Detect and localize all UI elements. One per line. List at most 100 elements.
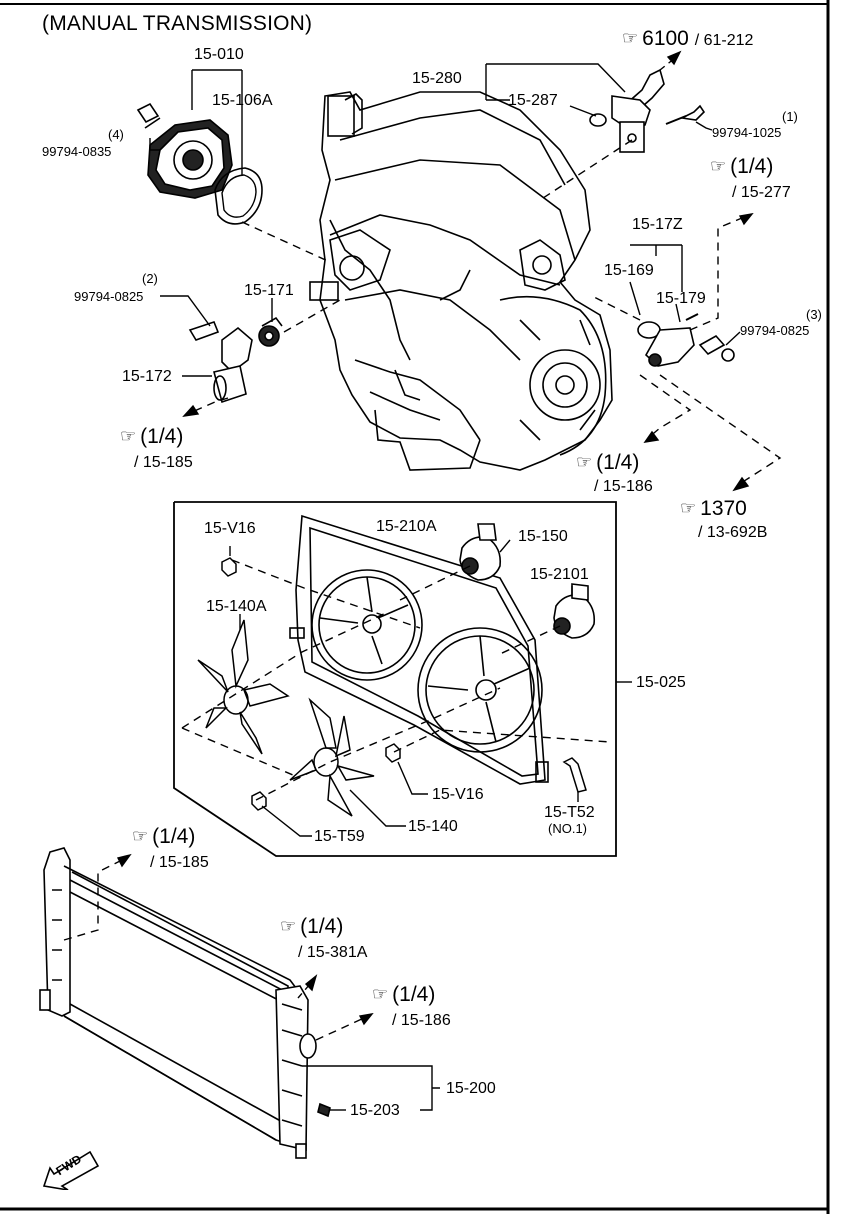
- fan-15-140A: [197, 619, 290, 755]
- arrow-15-186: [643, 430, 660, 443]
- leader-99794-1025: [695, 121, 713, 131]
- leader-99794-0825a: [725, 331, 741, 346]
- label-15-179: 15-179: [656, 290, 706, 307]
- pointing-hand-icon: ☞: [622, 28, 639, 48]
- ref-1370-sub: / 13-692B: [698, 524, 768, 541]
- fan-15-140: [289, 697, 375, 817]
- ref-15-381A: ☞(1/4): [280, 916, 343, 938]
- bolt-15-T52: [562, 757, 587, 793]
- ref-15-277-sub: / 15-277: [732, 184, 791, 201]
- label-99794-0825a-qty: (3): [806, 307, 822, 322]
- ref-15-185a-main: (1/4): [140, 425, 184, 448]
- dash-15-186b: [315, 1017, 365, 1041]
- label-15-280: 15-280: [412, 70, 462, 87]
- pointing-hand-icon: ☞: [680, 498, 697, 518]
- radiator: [39, 847, 331, 1159]
- ref-15-186b-main: (1/4): [392, 983, 436, 1006]
- ref-15-186a: ☞(1/4): [576, 452, 639, 474]
- ref-1370-main: 1370: [700, 497, 747, 520]
- label-15-203: 15-203: [350, 1102, 400, 1119]
- label-15-T52-note: (NO.1): [548, 821, 587, 836]
- fan-motor-15-150: [459, 523, 502, 581]
- label-15-17Z: 15-17Z: [632, 216, 683, 233]
- fwd-arrow-icon: FWD: [40, 1146, 102, 1191]
- dash-nut-a: [231, 559, 421, 629]
- ref-15-185a: ☞(1/4): [120, 426, 183, 448]
- leader-15-V16b: [397, 761, 428, 795]
- ref-15-186b-sub: / 15-186: [392, 1012, 451, 1029]
- label-15-140A: 15-140A: [206, 598, 267, 615]
- leader-99794-0835: [149, 138, 160, 151]
- nut-15-V16a: [221, 557, 237, 577]
- dash-thermo-engine: [589, 294, 641, 321]
- leader-15-140: [349, 789, 406, 827]
- arrow-15-277: [738, 213, 754, 226]
- outlet-pipe: [589, 68, 706, 153]
- label-99794-0825b: 99794-0825: [74, 289, 144, 304]
- label-15-210A: 15-210A: [376, 518, 437, 535]
- label-15-200: 15-200: [446, 1080, 496, 1097]
- label-15-T59: 15-T59: [314, 828, 365, 845]
- ref-15-277: ☞(1/4): [710, 156, 773, 178]
- leader-99794-0825b: [160, 295, 211, 327]
- pointing-hand-icon: ☞: [710, 156, 727, 176]
- leader-15-010: [191, 69, 243, 175]
- thermostat-housing: [637, 313, 735, 367]
- arrow-15-186b: [358, 1013, 374, 1026]
- fan-shroud: [289, 514, 549, 785]
- label-15-025: 15-025: [636, 674, 686, 691]
- leader-15-T59: [261, 805, 312, 837]
- ref-15-186b: ☞(1/4): [372, 984, 435, 1006]
- ref-6100: ☞6100 / 61-212: [622, 28, 753, 52]
- label-15-140: 15-140: [408, 818, 458, 835]
- water-pump: [136, 102, 233, 199]
- label-15-T52: 15-T52: [544, 804, 595, 821]
- nut-15-V16b: [385, 743, 401, 763]
- label-99794-1025: 99794-1025: [712, 125, 782, 140]
- pointing-hand-icon: ☞: [132, 826, 149, 846]
- dash-15-185b: [63, 859, 123, 941]
- label-99794-0835: 99794-0835: [42, 144, 112, 159]
- ref-15-277-main: (1/4): [730, 155, 774, 178]
- label-99794-1025-qty: (1): [782, 109, 798, 124]
- ref-15-381A-sub: / 15-381A: [298, 944, 368, 961]
- diagram-title: (MANUAL TRANSMISSION): [42, 12, 313, 35]
- label-99794-0835-qty: (4): [108, 127, 124, 142]
- ref-6100-sub: / 61-212: [694, 32, 754, 49]
- dash-15-185a: [191, 397, 229, 413]
- arrow-1370: [732, 476, 750, 492]
- leader-15-17Z: [630, 244, 683, 292]
- pointing-hand-icon: ☞: [576, 452, 593, 472]
- leader-15-169: [629, 281, 641, 316]
- label-15-171: 15-171: [244, 282, 294, 299]
- engine-block: [309, 91, 613, 471]
- ref-15-185a-sub: / 15-185: [134, 454, 193, 471]
- pointing-hand-icon: ☞: [120, 426, 137, 446]
- fan-assembly-box: [173, 501, 617, 857]
- ref-15-185b-sub: / 15-185: [150, 854, 209, 871]
- ref-15-185b-main: (1/4): [152, 825, 196, 848]
- leader-15-150: [499, 539, 511, 553]
- dash-fan-a: [181, 611, 389, 729]
- leader-15-287: [569, 105, 597, 117]
- water-inlet: [188, 316, 283, 404]
- arrow-15-381A: [304, 974, 318, 992]
- label-15-010: 15-010: [194, 46, 244, 63]
- dash-pump-engine: [241, 221, 331, 263]
- leader-15-179: [675, 303, 681, 323]
- fan-motor-15-2101: [553, 583, 596, 639]
- label-15-106A: 15-106A: [212, 92, 273, 109]
- ref-1370: ☞1370: [680, 498, 747, 520]
- label-15-172: 15-172: [122, 368, 172, 385]
- fwd-arrow-shape: [42, 1150, 100, 1191]
- dash-fan-b: [255, 687, 501, 801]
- dash-motor-a: [399, 565, 471, 601]
- arrow-15-185a: [182, 404, 200, 417]
- label-15-169: 15-169: [604, 262, 654, 279]
- arrow-15-185b: [116, 853, 132, 868]
- dash-15-186: [639, 374, 692, 439]
- pointing-hand-icon: ☞: [280, 916, 297, 936]
- ref-6100-main: 6100: [642, 27, 689, 50]
